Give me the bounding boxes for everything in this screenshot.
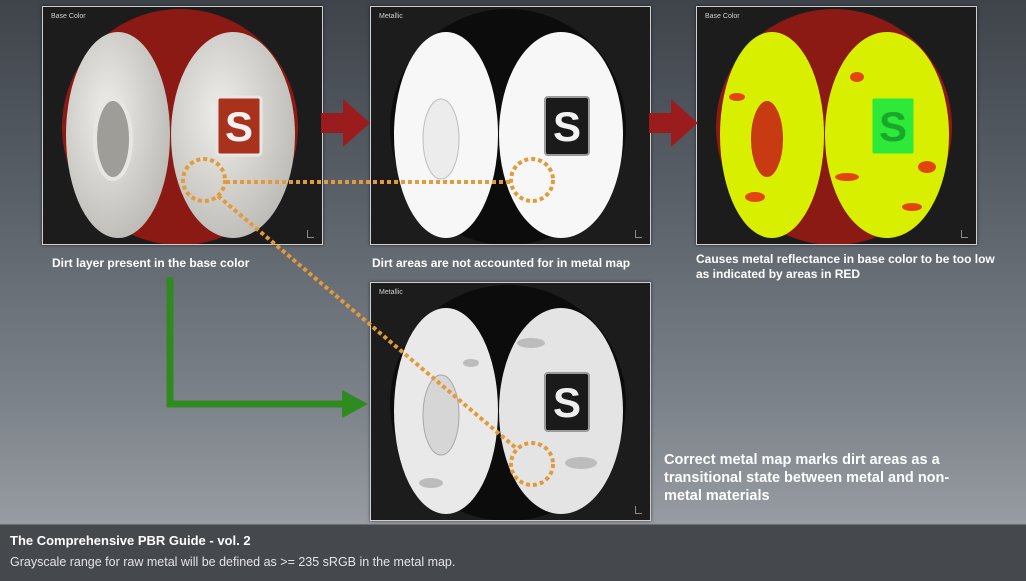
metallic-panel-2: S Metallic [370,282,651,521]
svg-text:S: S [553,379,581,426]
svg-text:S: S [879,103,907,150]
metallic-render: S [390,9,626,244]
green-arrow [166,277,368,418]
metallic-panel-1: S Metallic [370,6,651,245]
footer-title: The Comprehensive PBR Guide - vol. 2 [10,533,251,548]
svg-text:S: S [225,103,253,150]
svg-text:S: S [553,103,581,150]
caption-dirt-layer: Dirt layer present in the base color [52,256,250,270]
corner-icon [961,230,968,238]
caption-correct-metal-map: Correct metal map marks dirt areas as a … [664,452,950,504]
corner-icon [307,230,314,238]
base-color-render: S [62,9,298,244]
panel-label: Metallic [379,13,403,20]
corner-icon [635,230,642,238]
corner-icon [635,506,642,514]
panel-label: Metallic [379,289,403,296]
caption-reflectance-low: Causes metal reflectance in base color t… [696,252,995,281]
panel-label: Base Color [51,13,86,20]
footer-subtitle: Grayscale range for raw metal will be de… [10,555,456,569]
corrected-metallic-render: S [390,285,626,520]
panel-label: Base Color [705,13,740,20]
red-arrow-2 [649,99,698,147]
footer-bar: The Comprehensive PBR Guide - vol. 2 Gra… [0,524,1026,581]
base-color-panel-2: S Base Color [696,6,977,245]
caption-dirt-not-accounted: Dirt areas are not accounted for in meta… [372,256,631,270]
red-arrow-1 [321,99,370,147]
base-color-panel-1: S Base Color [42,6,323,245]
reflectance-check-render: S [716,9,952,244]
